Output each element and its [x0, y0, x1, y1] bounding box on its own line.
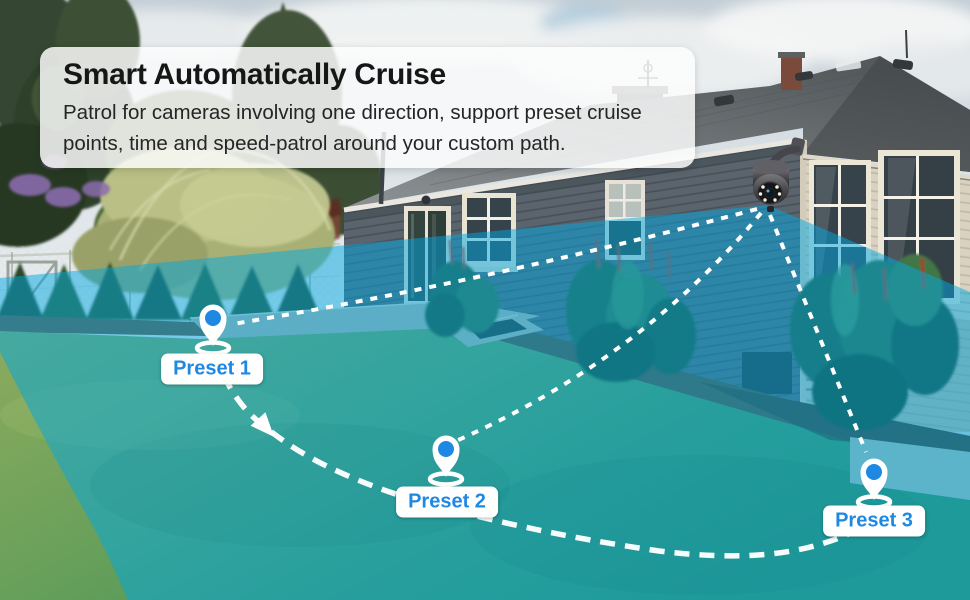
patrol-routes: [211, 207, 868, 559]
headline: Smart Automatically Cruise: [63, 58, 446, 91]
preset-2-pin-icon: [427, 435, 465, 487]
roof-vents: [713, 59, 914, 107]
chimney-right: [781, 56, 802, 90]
preset-1-label: Preset 1: [161, 353, 263, 385]
chimney-cap: [778, 52, 805, 58]
route-camera-to-preset-3: [768, 214, 868, 453]
route-arrow-icon: [250, 412, 275, 437]
camera-fov-overlay: [0, 205, 970, 600]
camera-leds: [758, 185, 782, 202]
subheadline: Patrol for cameras involving one directi…: [63, 97, 695, 159]
subheadline-line-2: points, time and speed-patrol around you…: [63, 131, 566, 155]
preset-3-pin-icon: [855, 458, 893, 510]
route-camera-to-preset-2: [455, 211, 763, 443]
antenna-mast: [905, 29, 908, 59]
gutter: [343, 137, 804, 213]
security-camera-icon: [753, 137, 805, 212]
preset-1-pin-icon: [194, 304, 232, 356]
route-camera-to-preset-1: [232, 207, 758, 326]
camera-lens: [764, 187, 776, 199]
wall-lamp: [421, 195, 431, 205]
roof-skylight: [835, 60, 862, 72]
roof-right-face: [803, 56, 970, 172]
preset-2-label: Preset 2: [396, 486, 498, 518]
title-card: Smart Automatically Cruise Patrol for ca…: [40, 47, 695, 168]
preset-3-label: Preset 3: [823, 505, 925, 537]
subheadline-line-1: Patrol for cameras involving one directi…: [63, 100, 642, 124]
